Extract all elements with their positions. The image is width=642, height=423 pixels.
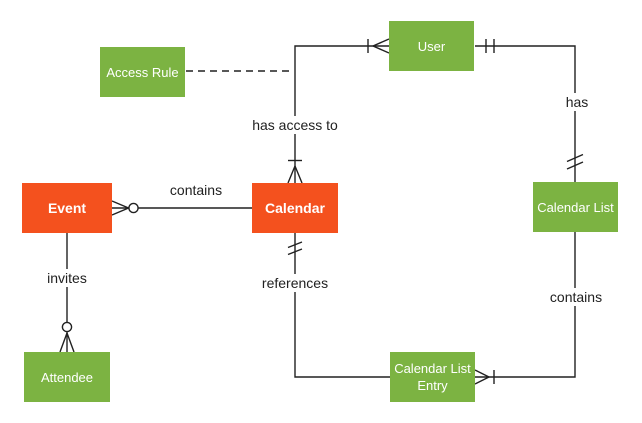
one-one-bars-icon	[287, 241, 303, 256]
connector-line	[294, 233, 390, 378]
connector-calendar-user	[287, 38, 390, 184]
entity-calendar-list-entry-label: Calendar List Entry	[394, 361, 471, 393]
entity-event-label: Event	[47, 199, 87, 216]
relationship-label-references: references	[257, 274, 333, 292]
entity-calendar-label: Calendar	[265, 199, 325, 216]
connector-user-calendarlist	[475, 39, 584, 182]
entity-calendar[interactable]: Calendar	[252, 183, 338, 233]
entity-event[interactable]: Event	[22, 183, 112, 233]
relationship-label-has: has	[561, 93, 593, 111]
entity-attendee[interactable]: Attendee	[24, 352, 110, 402]
relationship-label-invites: invites	[43, 269, 91, 287]
relationship-label-contains-event: contains	[165, 181, 227, 199]
one-one-bars-icon	[566, 153, 584, 170]
connector-line	[475, 45, 576, 182]
crowfoot-many-icon	[372, 38, 390, 54]
connector-calendarlist-entry	[474, 232, 576, 385]
zero-ring-icon	[128, 202, 139, 214]
crowfoot-many-icon	[111, 200, 129, 216]
entity-calendar-list[interactable]: Calendar List	[533, 182, 618, 232]
entity-user-label: User	[417, 38, 446, 54]
crowfoot-many-icon	[59, 332, 75, 353]
connector-line	[475, 232, 576, 378]
entity-user[interactable]: User	[389, 21, 474, 71]
connector-event-attendee	[59, 233, 75, 353]
relationship-label-has-access-to: has access to	[248, 116, 342, 134]
connector-calendar-contains-event	[111, 200, 252, 216]
crowfoot-many-icon	[287, 165, 303, 184]
connector-calendar-entry	[287, 233, 390, 378]
crowfoot-many-icon	[474, 369, 490, 385]
entity-calendar-list-entry[interactable]: Calendar List Entry	[390, 352, 475, 402]
entity-access-rule-label: Access Rule	[106, 64, 179, 80]
zero-ring-icon	[61, 321, 73, 333]
one-one-bars-icon	[485, 39, 495, 53]
relationship-label-contains-entry: contains	[545, 288, 607, 306]
connector-line	[294, 45, 389, 183]
entity-calendar-list-label: Calendar List	[537, 199, 614, 215]
entity-attendee-label: Attendee	[40, 369, 94, 385]
entity-access-rule[interactable]: Access Rule	[100, 47, 185, 97]
